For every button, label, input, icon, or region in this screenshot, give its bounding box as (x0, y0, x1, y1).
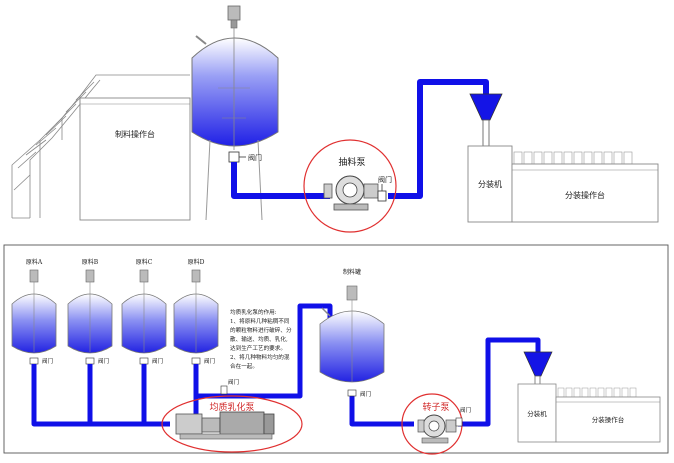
fill-platform: 分装操作台 (511, 151, 659, 223)
emulsifier-note: 均质乳化泵的作用: 1、将原料几种粘稠不同 的颗粒物料进行破碎、分 散、输送、均… (230, 308, 292, 370)
valve2-label: 阀门 (98, 357, 109, 365)
note-line-5: 达到生产工艺的要求。 (230, 344, 286, 352)
prep-platform: 制料操作台 (79, 97, 191, 221)
top-section: 制料操作台 阀门 抽料泵 (11, 5, 659, 233)
emulsifier-pump: 均质乳化泵 (161, 395, 303, 453)
filler-hopper (469, 93, 503, 147)
raw-a-label: 原料A (26, 258, 43, 266)
rotor-pump-label: 转子泵 (422, 401, 449, 413)
valve4-label: 阀门 (204, 357, 215, 365)
valve1-label: 阀门 (42, 357, 53, 365)
raw-tank-b: 原料B 阀门 (67, 258, 113, 365)
fill-platform-bottom-label: 分装操作台 (592, 415, 625, 424)
prep-platform-label: 制料操作台 (115, 129, 155, 139)
suction-pump: 抽料泵 阀门 (303, 139, 397, 233)
fill-platform-bottom: 分装操作台 (555, 387, 661, 443)
valve-mid-label: 阀门 (228, 378, 239, 386)
valve-tank-label: 阀门 (248, 153, 262, 162)
top-pipes (231, 79, 489, 199)
mixing-tank (191, 5, 279, 221)
note-line-1: 均质乳化泵的作用: (230, 308, 277, 316)
valve-tank-bottom-label: 阀门 (360, 390, 371, 398)
rotor-pump: 转子泵 阀门 (401, 393, 471, 455)
pump-label: 抽料泵 (338, 156, 365, 168)
raw-tank-c: 原料C 阀门 (121, 258, 167, 365)
raw-tank-d: 原料D 阀门 (173, 258, 219, 365)
valve-tank-top: 阀门 (228, 151, 262, 163)
emulsifier-label: 均质乳化泵 (209, 401, 254, 413)
product-tank-label: 制料罐 (343, 268, 361, 276)
valve-rotor-label: 阀门 (460, 406, 471, 414)
valve-pump-label: 阀门 (378, 175, 392, 184)
note-line-4: 散、输送、均质、乳化, (230, 335, 288, 343)
valve3-label: 阀门 (152, 357, 163, 365)
bottom-section: 原料A 阀门 原料B 阀门 原料C 阀门 原料D (3, 244, 669, 455)
raw-b-label: 原料B (82, 258, 99, 266)
note-line-6: 2、将几种物料均匀的混 (230, 353, 290, 361)
bottom-frame (3, 244, 669, 454)
note-line-3: 的颗粒物料进行破碎、分 (230, 326, 292, 334)
note-line-7: 合在一起。 (230, 362, 258, 370)
filler-machine: 分装机 (467, 145, 513, 223)
raw-c-label: 原料C (136, 258, 153, 266)
product-tank: 制料罐 阀门 (319, 268, 385, 398)
note-line-2: 1、将原料几种粘稠不同 (230, 317, 290, 325)
filler-machine-bottom: 分装机 (517, 383, 557, 443)
raw-tank-a: 原料A 阀门 (11, 258, 57, 365)
filler-bottom-label: 分装机 (527, 409, 547, 418)
fill-platform-label: 分装操作台 (565, 190, 605, 200)
raw-d-label: 原料D (188, 258, 205, 266)
filler-label: 分装机 (478, 179, 502, 189)
valve-mid: 阀门 (220, 378, 239, 395)
